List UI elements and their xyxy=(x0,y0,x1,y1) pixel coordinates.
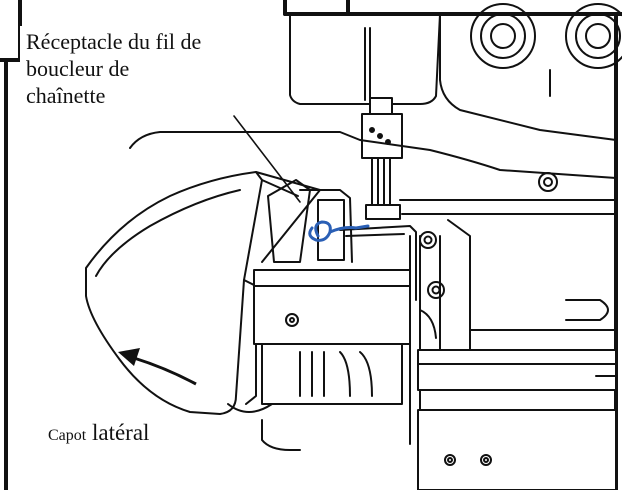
machine-upper-body xyxy=(289,13,617,141)
needle-assembly xyxy=(361,97,403,220)
side-cover-label: Capot latéral xyxy=(48,420,149,446)
thread-receptacle-label: Réceptacle du fil de boucleur de chaînet… xyxy=(20,26,208,113)
rotation-arrow xyxy=(118,348,197,386)
side-cover-label-part2: latéral xyxy=(86,420,150,445)
machine-bed xyxy=(129,131,617,249)
label-line-3: chaînette xyxy=(26,83,106,108)
label-line-2: boucleur de xyxy=(26,56,130,81)
lower-housing xyxy=(253,269,411,405)
thread-spools xyxy=(470,3,622,69)
pointer-line xyxy=(233,115,301,203)
side-cover-label-part1: Capot xyxy=(48,427,87,444)
machine-base xyxy=(261,349,617,491)
looper-thread xyxy=(308,220,370,242)
machine-frame-right xyxy=(409,219,617,445)
label-line-1: Réceptacle du fil de xyxy=(26,29,202,54)
